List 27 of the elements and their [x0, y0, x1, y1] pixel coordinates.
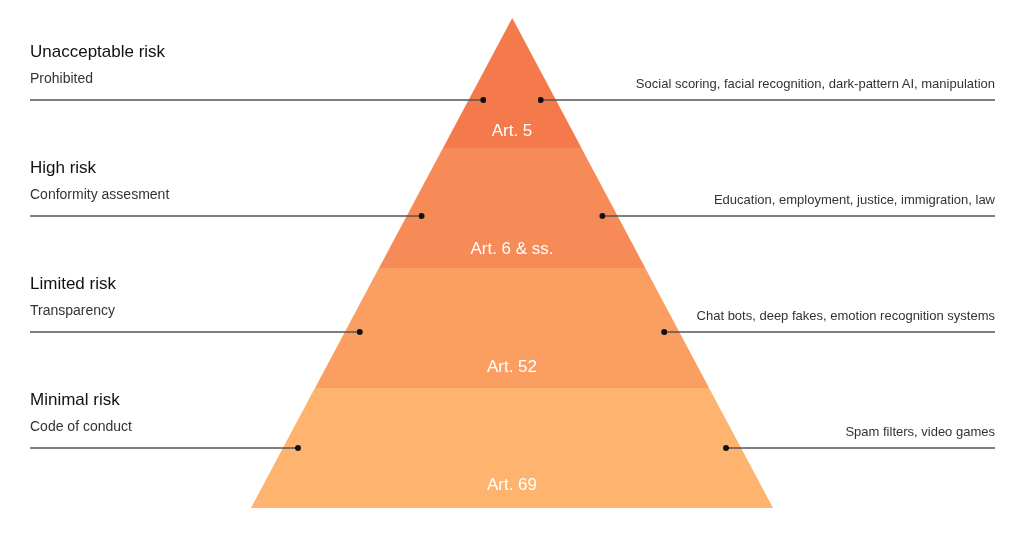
- risk-level-heading: High risk: [30, 158, 97, 178]
- risk-level-heading: Minimal risk: [30, 390, 120, 410]
- requirement-text: Transparency: [30, 302, 116, 318]
- article-label: Art. 5: [490, 121, 534, 141]
- leader-line: [723, 445, 996, 451]
- leader-line: [29, 445, 301, 451]
- examples-text: Social scoring, facial recognition, dark-pattern AI, manipulation: [635, 76, 995, 91]
- requirement-text: Conformity assesment: [30, 186, 170, 202]
- leader-line: [537, 97, 996, 103]
- pyramid-tier: [251, 388, 773, 508]
- risk-level-heading: Unacceptable risk: [30, 42, 166, 62]
- article-label: Art. 69: [485, 475, 539, 495]
- leader-line: [29, 329, 363, 335]
- risk-level-heading: Limited risk: [30, 274, 116, 294]
- article-label: Art. 52: [485, 357, 539, 377]
- article-label: Art. 6 & ss.: [469, 239, 555, 259]
- leader-line: [29, 213, 425, 219]
- requirement-text: Code of conduct: [30, 418, 132, 434]
- examples-text: Chat bots, deep fakes, emotion recognition systems: [696, 308, 995, 323]
- leader-line: [599, 213, 996, 219]
- pyramid-tier: [442, 18, 582, 148]
- leader-line: [661, 329, 996, 335]
- leader-line: [29, 97, 487, 103]
- pyramid-tier: [378, 148, 646, 268]
- requirement-text: Prohibited: [30, 70, 94, 86]
- examples-text: Education, employment, justice, immigration, law: [713, 192, 995, 207]
- examples-text: Spam filters, video games: [845, 424, 995, 439]
